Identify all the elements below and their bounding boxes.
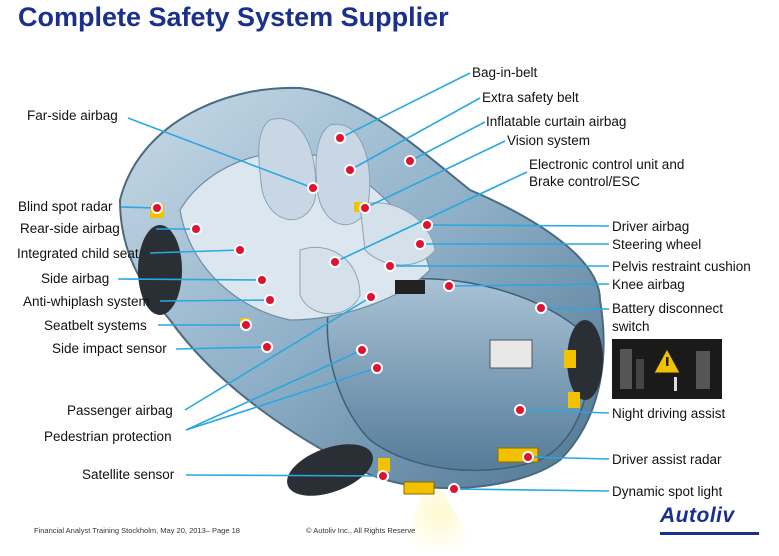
logo-underline — [660, 532, 759, 535]
label-dynamic-spot-light: Dynamic spot light — [612, 484, 723, 499]
label-pedestrian-protection: Pedestrian protection — [44, 429, 172, 444]
label-battery-disconnect-line1: Battery disconnect — [612, 301, 724, 316]
label-pelvis-restraint-cushion: Pelvis restraint cushion — [612, 259, 751, 274]
spot-light-beam — [400, 470, 480, 556]
label-rear-side-airbag: Rear-side airbag — [20, 221, 120, 236]
leader-lines — [117, 72, 610, 492]
label-vision-system: Vision system — [507, 133, 591, 148]
label-battery-disconnect-line2: switch — [612, 319, 650, 334]
page-title: Complete Safety System Supplier — [18, 2, 449, 32]
label-passenger-airbag: Passenger airbag — [67, 403, 173, 418]
label-inflatable-curtain-airbag: Inflatable curtain airbag — [486, 114, 627, 129]
label-night-driving-assist: Night driving assist — [612, 406, 726, 421]
label-steering-wheel: Steering wheel — [612, 237, 702, 252]
autoliv-logo: Autoliv — [660, 504, 735, 527]
label-ecu-line2: Brake control/ESC — [529, 174, 641, 189]
label-bag-in-belt: Bag-in-belt — [472, 65, 538, 80]
label-far-side-airbag: Far-side airbag — [27, 108, 118, 123]
footer-text: Financial Analyst Training Stockholm, Ma… — [34, 526, 240, 535]
car-body — [118, 86, 605, 496]
night-vision-image — [612, 339, 722, 399]
label-side-airbag: Side airbag — [41, 271, 110, 286]
label-integrated-child-seat: Integrated child seat — [17, 246, 139, 261]
markers — [151, 132, 547, 495]
label-anti-whiplash-system: Anti-whiplash system — [23, 294, 150, 309]
label-blind-spot-radar: Blind spot radar — [18, 199, 113, 214]
label-seatbelt-systems: Seatbelt systems — [44, 318, 147, 333]
label-ecu-line1: Electronic control unit and — [529, 157, 685, 172]
copyright-text: © Autoliv Inc., All Rights Reserve — [306, 526, 416, 535]
label-satellite-sensor: Satellite sensor — [82, 467, 175, 482]
label-extra-safety-belt: Extra safety belt — [482, 90, 579, 105]
label-driver-airbag: Driver airbag — [612, 219, 690, 234]
label-driver-assist-radar: Driver assist radar — [612, 452, 722, 467]
label-side-impact-sensor: Side impact sensor — [52, 341, 167, 356]
label-knee-airbag: Knee airbag — [612, 277, 685, 292]
